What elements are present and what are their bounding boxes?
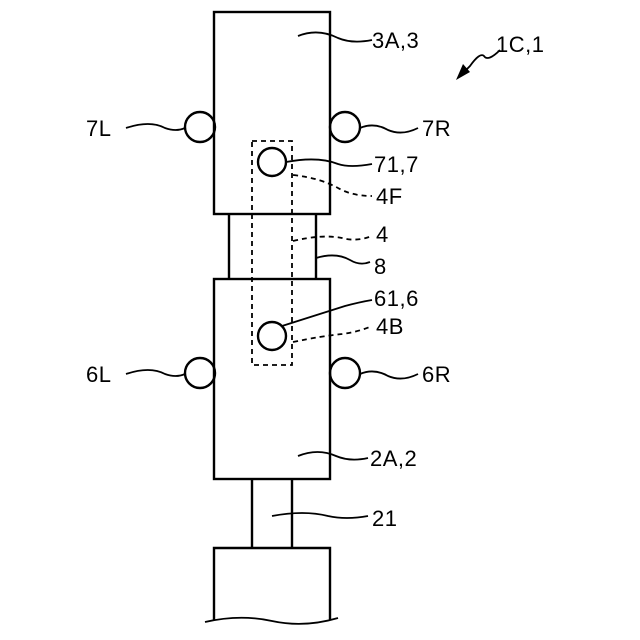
- label-6r: 6R: [422, 362, 451, 387]
- base-block: [214, 548, 330, 620]
- leader-4f: [293, 175, 372, 196]
- label-4b: 4B: [376, 314, 404, 339]
- leader-6l: [126, 370, 185, 376]
- label-4f: 4F: [376, 184, 403, 209]
- assembly-arrow-head: [456, 64, 470, 80]
- sensor-6r: [330, 358, 360, 388]
- label-61: 61,6: [374, 286, 419, 311]
- label-3a: 3A,3: [372, 28, 419, 53]
- sensor-71: [258, 148, 286, 176]
- label-21: 21: [372, 506, 397, 531]
- label-2a: 2A,2: [370, 446, 417, 471]
- leader-8: [316, 255, 370, 263]
- leader-4b: [293, 326, 372, 342]
- label-6l: 6L: [86, 362, 111, 387]
- sensor-7l: [185, 112, 215, 142]
- label-8: 8: [374, 254, 387, 279]
- leader-4: [293, 236, 372, 241]
- label-4: 4: [376, 222, 389, 247]
- leader-21: [272, 513, 368, 518]
- leader-7l: [126, 124, 185, 130]
- label-1c: 1C,1: [496, 32, 544, 57]
- sensor-61: [258, 322, 286, 350]
- label-7l: 7L: [86, 116, 111, 141]
- leader-7r: [360, 125, 418, 132]
- leader-2a: [298, 452, 368, 460]
- leader-61: [282, 300, 372, 326]
- lower-block: [214, 279, 330, 479]
- base-break-line: [205, 618, 338, 624]
- leader-3a: [298, 32, 372, 41]
- sensor-6l: [185, 358, 215, 388]
- upper-block: [214, 12, 330, 214]
- label-7r: 7R: [422, 116, 451, 141]
- sensor-7r: [330, 112, 360, 142]
- leader-6r: [360, 371, 418, 378]
- label-71: 71,7: [374, 152, 419, 177]
